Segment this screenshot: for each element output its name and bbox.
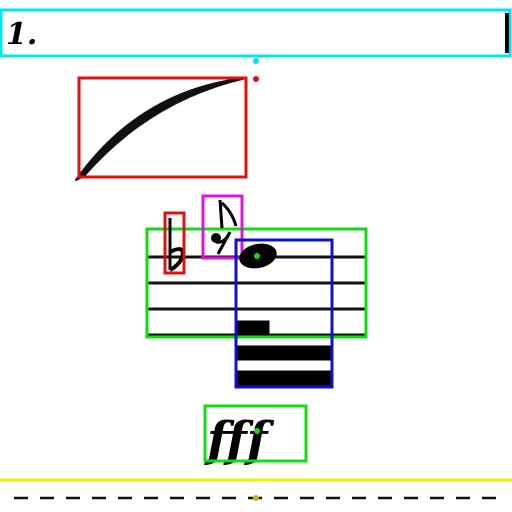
dynamic-marker <box>254 428 260 434</box>
slur-curve <box>75 77 247 181</box>
notehead-box <box>234 238 334 389</box>
flat-accidental <box>168 218 185 272</box>
staff-box <box>145 227 368 339</box>
measure-number: 1. <box>6 17 37 52</box>
ledger-block <box>236 320 270 336</box>
notehead-marker <box>254 253 260 259</box>
eighth-rest <box>211 199 238 255</box>
cyan-anchor-marker <box>253 58 259 64</box>
measure-number-box <box>0 8 512 58</box>
ledger-line-1 <box>236 345 331 361</box>
ledger-line-2 <box>236 370 331 386</box>
dynamic-text: fff <box>204 412 275 468</box>
dynamic-box <box>203 404 308 463</box>
eighth-rest-box <box>201 194 244 260</box>
red-anchor-marker <box>253 76 259 82</box>
slur-box <box>77 76 248 179</box>
flat-box <box>163 211 186 275</box>
yellow-anchor-marker <box>253 495 259 501</box>
